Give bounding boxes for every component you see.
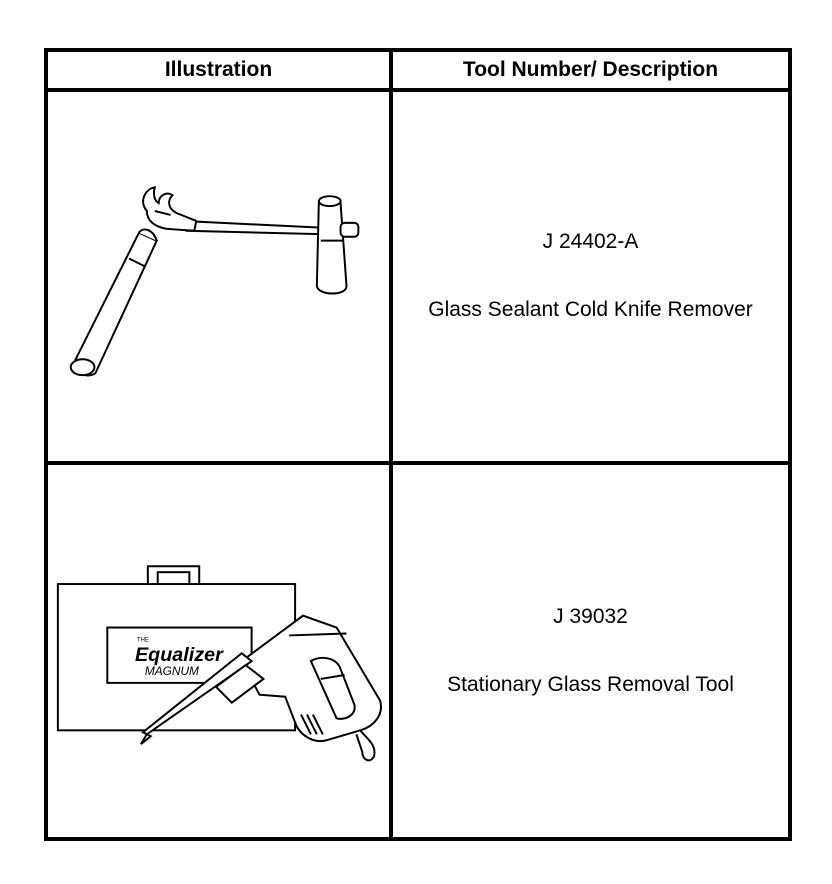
illustration-cell-row-2: THE Equalizer MAGNUM [48,464,393,837]
header-illustration-label: Illustration [164,58,273,81]
description-cell-row-2: J 39032 Stationary Glass Removal Tool [393,465,788,838]
tool-number-row-1: J 24402-A [542,230,639,254]
tool-number-row-2: J 39032 [553,604,628,628]
header-illustration: Illustration [48,52,393,92]
tool-table: Illustration Tool Number/ Description J … [44,48,792,841]
case-label-model: MAGNUM [145,663,199,677]
case-label-the: THE [137,637,149,643]
glass-removal-tool-icon: THE Equalizer MAGNUM [56,564,382,761]
tool-description-row-2: Stationary Glass Removal Tool [447,672,734,696]
cold-knife-icon [69,186,360,377]
illustration-cell-row-1 [48,92,393,465]
header-tool-description: Tool Number/ Description [393,52,788,92]
tool-description-row-1: Glass Sealant Cold Knife Remover [428,298,753,322]
description-cell-row-1: J 24402-A Glass Sealant Cold Knife Remov… [393,92,788,465]
case-label-brand: Equalizer [135,644,224,666]
header-tool-description-label: Tool Number/ Description [462,58,719,81]
